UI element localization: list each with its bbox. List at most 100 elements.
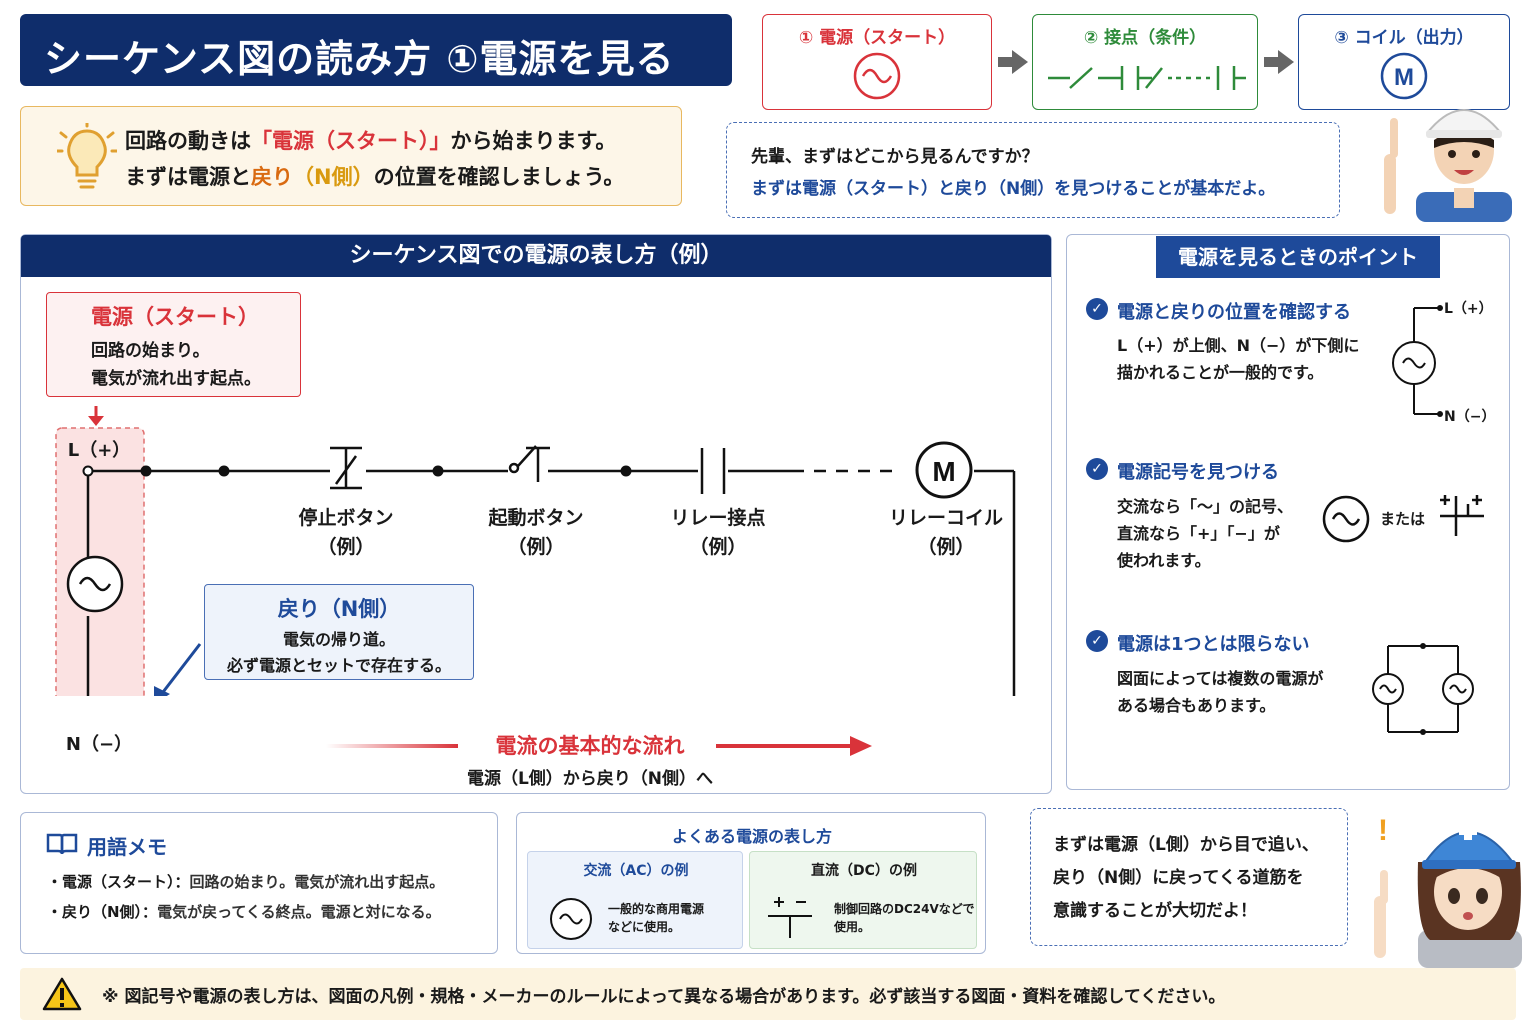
flow-step-contact: ② 接点（条件）: [1032, 14, 1258, 110]
point-2-line-2: 直流なら「+」「−」が: [1117, 524, 1280, 543]
dc-example-card: 直流（DC）の例 制御回路のDC24Vなどで 使用。: [749, 851, 977, 949]
ac-example-card: 交流（AC）の例 一般的な商用電源 などに使用。: [527, 851, 743, 949]
advice-line-2: 戻り（N側）に戻ってくる道筋を: [1053, 868, 1304, 888]
glossary-term: ・戻り（N側）：: [47, 903, 158, 921]
relay-contact-label: リレー接点 （例）: [638, 504, 798, 562]
check-icon: ✓: [1086, 630, 1108, 652]
point-1-n-label: N（−）: [1444, 409, 1496, 425]
example-text: （例）: [507, 536, 565, 558]
power-example-heading: シーケンス図での電源の表し方（例）: [21, 235, 1051, 277]
relay-contact-symbol: [700, 448, 726, 494]
intro-text: 回路の動きは: [125, 129, 251, 153]
stop-button-text: 停止ボタン: [298, 507, 394, 529]
check-icon: ✓: [1086, 298, 1108, 320]
coil-symbol-text: M: [1394, 64, 1414, 91]
example-text: （例）: [917, 536, 975, 558]
point-1-title: 電源と戻りの位置を確認する: [1117, 302, 1351, 323]
point-3-line-2: ある場合もあります。: [1117, 696, 1276, 715]
relay-contact-text: リレー接点: [670, 507, 766, 529]
start-callout-title: 電源（スタート）: [91, 305, 259, 329]
points-panel: [1066, 234, 1510, 790]
return-callout-title: 戻り（N側）: [277, 597, 401, 621]
point-2-line-3: 使われます。: [1117, 551, 1211, 570]
book-icon: [46, 833, 78, 855]
points-heading: 電源を見るときのポイント: [1156, 236, 1440, 278]
point-2-or-text: または: [1380, 510, 1426, 528]
multiple-sources-diagram: [1372, 643, 1474, 735]
return-callout: 戻り（N側） 電気の帰り道。 必ず電源とセットで存在する。: [204, 584, 474, 680]
warning-icon: [42, 977, 82, 1011]
power-position-diagram: [1392, 305, 1443, 417]
flow-step-contact-label: ② 接点（条件）: [1083, 28, 1207, 48]
point-3-line-1: 図面によっては複数の電源が: [1117, 669, 1324, 688]
point-2-title: 電源記号を見つける: [1117, 462, 1279, 483]
glossary-card: 用語メモ ・電源（スタート）：回路の始まり。電気が流れ出す起点。 ・戻り（N側）…: [20, 812, 498, 954]
ac-source-icon: [550, 898, 592, 940]
check-icon: ✓: [1086, 458, 1108, 480]
common-power-heading: よくある電源の表し方: [671, 827, 832, 846]
glossary-heading: 用語メモ: [87, 835, 167, 859]
lightbulb-icon: [57, 123, 117, 189]
flow-step-coil-label: ③ コイル（出力）: [1334, 28, 1474, 48]
point-1-line-1: L（+）が上側、N（−）が下側に: [1117, 336, 1360, 355]
intro-text: まずは電源と: [125, 165, 251, 189]
intro-text: の位置を確認しましょう。: [373, 165, 625, 189]
advice-line-1: まずは電源（L側）から目で追い、: [1053, 835, 1319, 855]
return-callout-line-1: 電気の帰り道。: [282, 630, 395, 649]
intro-highlight: （N側）: [293, 165, 374, 189]
start-pointer-arrow-head: [88, 416, 104, 426]
intro-line-1: 回路の動きは「電源（スタート）」から始まります。: [125, 123, 681, 159]
contact-symbols-icon: [1048, 66, 1246, 90]
coil-icon: M: [1380, 52, 1428, 100]
l-terminal-label: L（+）: [67, 440, 131, 461]
glossary-item-1: ・電源（スタート）：回路の始まり。電気が流れ出す起点。: [47, 871, 444, 892]
intro-text: から始まります。: [450, 129, 617, 153]
ac-example-line-1: 一般的な商用電源: [608, 902, 705, 916]
dc-source-icon: [1440, 495, 1484, 536]
dc-source-icon: [768, 897, 812, 938]
intro-highlight: 戻り: [251, 165, 293, 189]
start-callout: 電源（スタート） 回路の始まり。 電気が流れ出す起点。: [46, 292, 301, 397]
start-callout-line-2: 電気が流れ出す起点。: [91, 369, 261, 389]
relay-coil-icon: [915, 441, 973, 499]
glossary-description: 回路の始まり。電気が流れ出す起点。: [189, 873, 445, 891]
current-flow-title: 電流の基本的な流れ: [495, 734, 685, 758]
example-text: （例）: [689, 536, 747, 558]
point-1-l-label: L（+）: [1444, 301, 1493, 317]
ac-source-icon: [853, 52, 901, 100]
advice-bubble: まずは電源（L側）から目で追い、 戻り（N側）に戻ってくる道筋を 意識することが…: [1030, 808, 1348, 946]
glossary-description: 電気が戻ってくる終点。電源と対になる。: [157, 903, 441, 921]
glossary-term: ・電源（スタート）：: [47, 873, 190, 891]
relay-coil-text: リレーコイル: [888, 507, 1003, 529]
point-3-title: 電源は1つとは限らない: [1117, 634, 1310, 655]
point-2-line-1: 交流なら「〜」の記号、: [1117, 497, 1294, 516]
intro-box: 回路の動きは「電源（スタート）」から始まります。 まずは電源と戻り（N側）の位置…: [20, 106, 682, 206]
example-text: （例）: [317, 536, 375, 558]
flow-step-coil: ③ コイル（出力） M: [1298, 14, 1510, 110]
common-power-card: よくある電源の表し方 交流（AC）の例 一般的な商用電源 などに使用。 直流（D…: [516, 812, 986, 954]
ac-example-title: 交流（AC）の例: [583, 863, 689, 879]
dialog-question: 先輩、まずはどこから見るんですか？: [751, 147, 1039, 167]
point-1-line-2: 描かれることが一般的です。: [1117, 363, 1324, 382]
start-button-label: 起動ボタン （例）: [456, 504, 616, 562]
sequence-circuit-diagram: M: [55, 406, 1016, 696]
flow-arrow-icon: [1264, 50, 1294, 74]
advice-line-3: 意識することが大切だよ！: [1053, 901, 1257, 921]
exclamation-icon: !: [1378, 814, 1388, 847]
female-worker-avatar: !: [1374, 814, 1522, 968]
n-terminal-label: N（−）: [65, 734, 133, 755]
dialog-bubble: 先輩、まずはどこから見るんですか？ まずは電源（スタート）と戻り（N側）を見つけ…: [726, 122, 1340, 218]
ac-source-icon: [1322, 495, 1370, 543]
flow-step-power-label: ① 電源（スタート）: [798, 28, 956, 48]
power-example-panel: シーケンス図での電源の表し方（例）: [20, 234, 1052, 794]
glossary-item-2: ・戻り（N側）：電気が戻ってくる終点。電源と対になる。: [47, 901, 441, 922]
intro-line-2: まずは電源と戻り（N側）の位置を確認しましょう。: [125, 159, 681, 195]
return-pointer-arrow: [158, 643, 202, 696]
footer-note: ※ 図記号や電源の表し方は、図面の凡例・規格・メーカーのルールによって異なる場合…: [20, 968, 1516, 1020]
return-pointer-arrow-head: [154, 686, 170, 696]
dialog-answer: まずは電源（スタート）と戻り（N側）を見つけることが基本だよ。: [751, 179, 1276, 199]
dc-example-title: 直流（DC）の例: [811, 863, 917, 879]
male-worker-avatar: [1384, 109, 1512, 222]
start-button-text: 起動ボタン: [488, 507, 584, 529]
dc-example-line-1: 制御回路のDC24Vなどで: [834, 902, 975, 916]
